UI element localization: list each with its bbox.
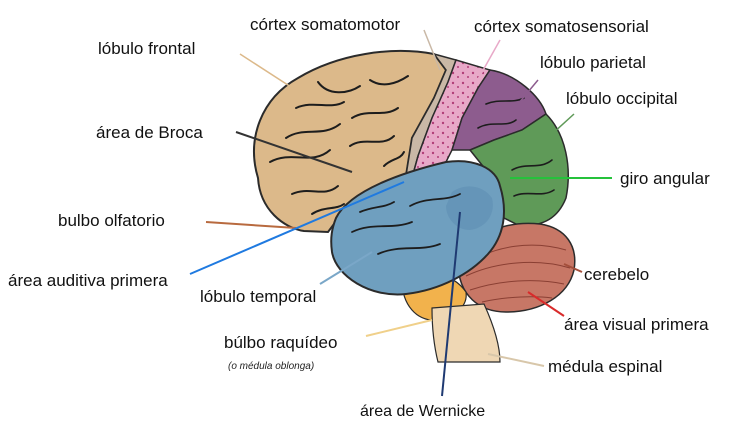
label-cortex-somatomotor: córtex somatomotor <box>250 16 400 33</box>
label-cerebelo: cerebelo <box>584 266 649 283</box>
leader-line-occipital <box>552 114 574 134</box>
label-area-auditiva-primera: área auditiva primera <box>8 272 168 289</box>
label-cortex-somatosensorial: córtex somatosensorial <box>474 18 649 35</box>
label-area-wernicke: área de Wernicke <box>360 404 485 420</box>
label-medula-oblonga: (o médula oblonga) <box>228 362 314 372</box>
leader-line-raquideo <box>366 320 432 336</box>
label-lobulo-temporal: lóbulo temporal <box>200 288 316 305</box>
label-bulbo-raquideo: búlbo raquídeo <box>224 334 337 351</box>
leader-line-frontal <box>240 54 308 98</box>
label-area-broca: área de Broca <box>96 124 203 141</box>
medulla-region <box>432 304 500 362</box>
label-bulbo-olfatorio: bulbo olfatorio <box>58 212 165 229</box>
label-lobulo-parietal: lóbulo parietal <box>540 54 646 71</box>
label-lobulo-frontal: lóbulo frontal <box>98 40 195 57</box>
label-giro-angular: giro angular <box>620 170 710 187</box>
label-lobulo-occipital: lóbulo occipital <box>566 90 678 107</box>
label-area-visual-primera: área visual primera <box>564 316 709 333</box>
label-medula-espinal: médula espinal <box>548 358 662 375</box>
